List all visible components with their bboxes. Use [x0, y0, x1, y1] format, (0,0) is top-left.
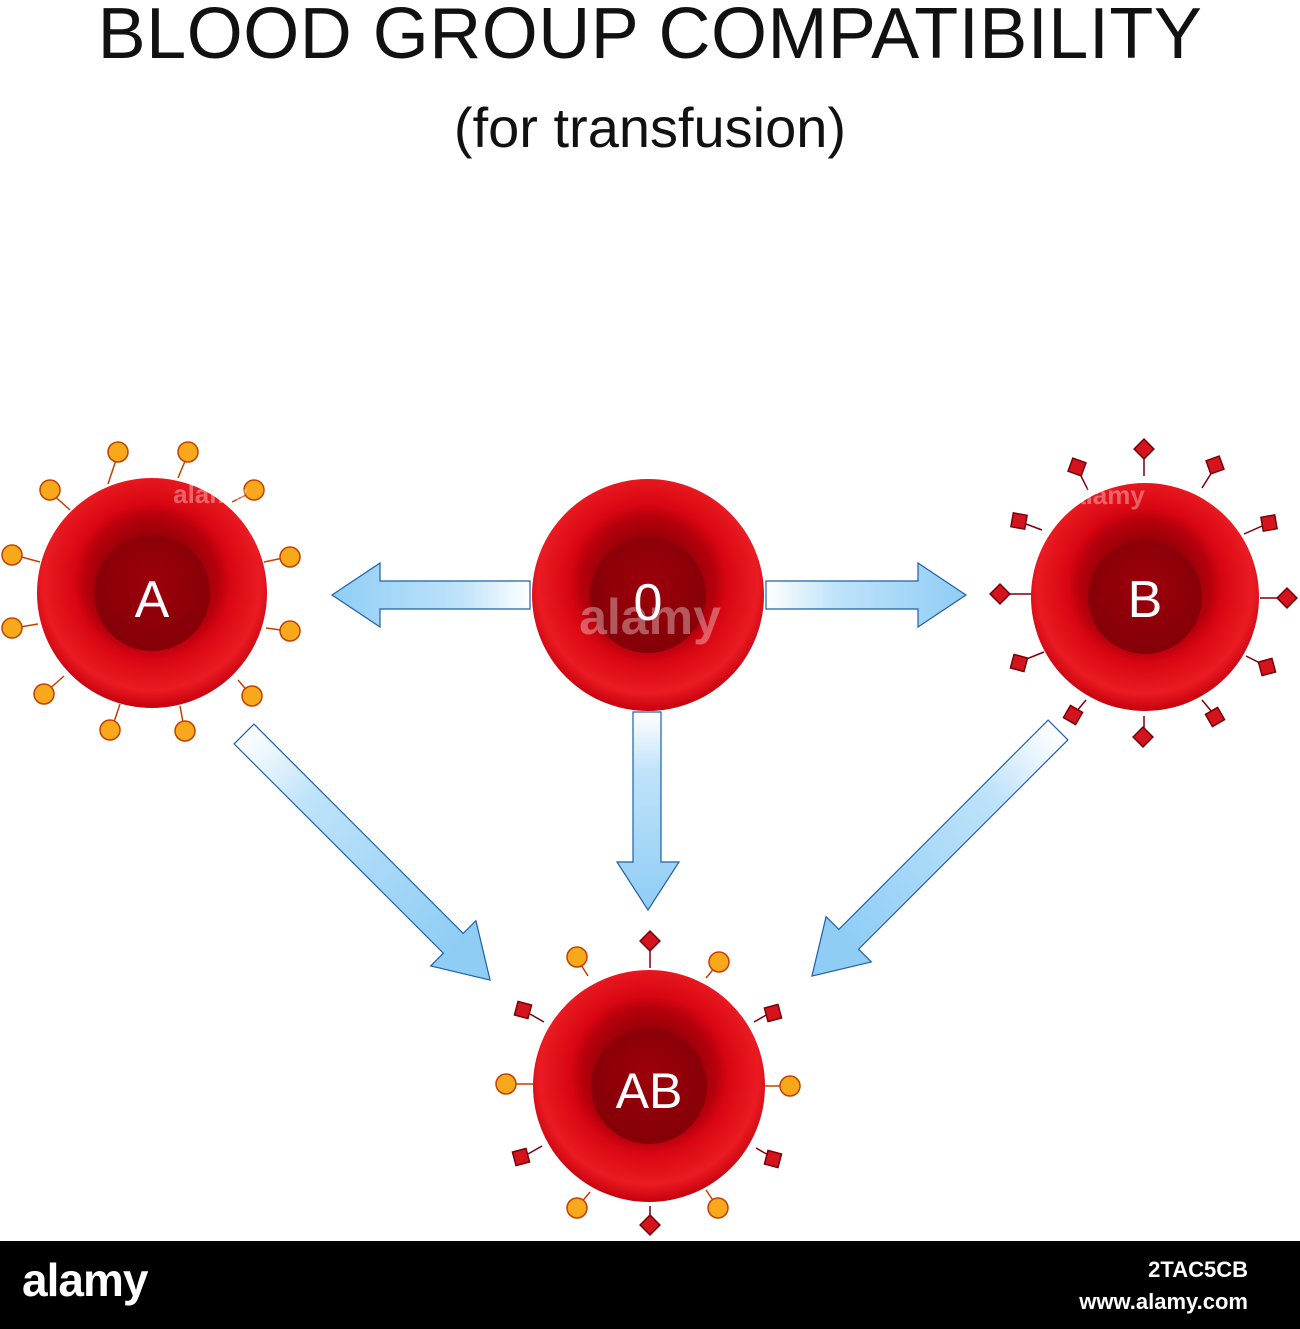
cell-a-label: A [135, 571, 170, 629]
arrow-0-to-ab [615, 711, 681, 912]
footer-site: www.alamy.com [1079, 1289, 1248, 1314]
cell-ab-label: AB [616, 1063, 683, 1119]
watermark-a: alamy [173, 479, 247, 509]
watermark-o: alamy [579, 589, 721, 645]
arrow-0-to-a [330, 561, 531, 629]
antigens-ab-a [495, 946, 801, 1219]
arrow-a-to-ab [233, 723, 491, 981]
antigens-a [1, 441, 301, 742]
cell-o-label: 0 [634, 574, 663, 632]
cell-b-label: B [1128, 571, 1163, 629]
cell-o: 0 alamy [532, 479, 764, 711]
antigens-ab-b [511, 930, 783, 1236]
arrow-0-to-b [765, 561, 968, 629]
cell-b: alamy B [989, 438, 1298, 748]
watermark-b: alamy [1071, 480, 1145, 510]
watermark-footer: alamy 2TAC5CB www.alamy.com [0, 1241, 1300, 1329]
footer-image-id: 2TAC5CB [1148, 1257, 1248, 1282]
diagram-title: BLOOD GROUP COMPATIBILITY [97, 0, 1203, 74]
arrow-b-to-ab [811, 719, 1069, 977]
footer-logo: alamy [22, 1254, 148, 1306]
diagram-subtitle: (for transfusion) [453, 96, 847, 159]
cell-ab: AB [495, 930, 801, 1236]
antigens-b [989, 438, 1298, 748]
compatibility-diagram: alamy A 0 alamy alamy B [1, 438, 1298, 1236]
cell-a: alamy A [1, 441, 301, 742]
